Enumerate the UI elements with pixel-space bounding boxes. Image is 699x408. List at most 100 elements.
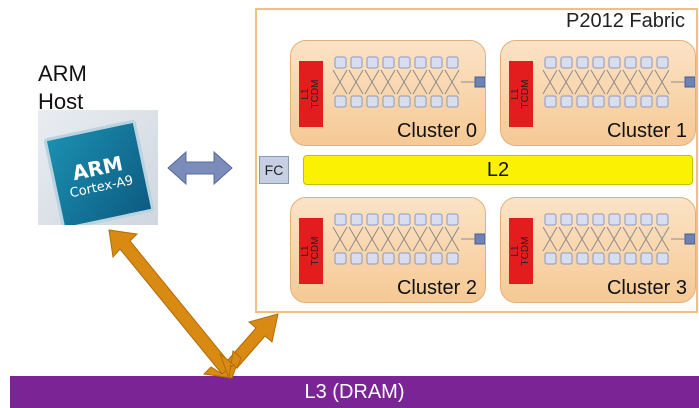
arm-host-label: ARM Host [38, 60, 87, 116]
interconnect-line [590, 69, 606, 95]
cluster-0-interconnect [332, 56, 485, 108]
pe-core [624, 213, 637, 226]
pe-core [446, 95, 459, 108]
interconnect-line [638, 69, 654, 95]
interconnect-line [364, 69, 380, 95]
interconnect-line [364, 226, 380, 252]
pe-core [366, 56, 379, 69]
pe-core [398, 56, 411, 69]
interconnect-line [396, 226, 412, 252]
pe-core [640, 95, 653, 108]
pe-core [608, 95, 621, 108]
interconnect-line [380, 69, 396, 95]
arm-host-label-line1: ARM [38, 61, 87, 86]
pe-core [576, 252, 589, 265]
pe-core [576, 213, 589, 226]
interconnect-line [348, 69, 364, 95]
pe-core [560, 213, 573, 226]
pe-core [398, 95, 411, 108]
tcdm-block: L1 TCDM [299, 61, 323, 127]
pe-core [656, 56, 669, 69]
interconnect-line [574, 226, 590, 252]
pe-core [640, 252, 653, 265]
pe-core [350, 56, 363, 69]
interconnect-line [558, 226, 574, 252]
pe-core [624, 56, 637, 69]
interconnect-line [590, 226, 606, 252]
interconnect-line [428, 69, 444, 95]
pe-core [414, 252, 427, 265]
pe-core [560, 252, 573, 265]
interconnect-line [348, 226, 364, 252]
pe-core [398, 213, 411, 226]
pe-core [640, 213, 653, 226]
pe-core [350, 252, 363, 265]
arm-host-label-line2: Host [38, 89, 84, 114]
interconnect-line [444, 69, 460, 95]
pe-core [592, 95, 605, 108]
pe-core [430, 252, 443, 265]
pe-core [334, 56, 347, 69]
pe-core [640, 56, 653, 69]
pe-core [366, 213, 379, 226]
interconnect-line [380, 226, 396, 252]
pe-core [544, 95, 557, 108]
pe-core [446, 56, 459, 69]
pe-core [560, 95, 573, 108]
pe-core [656, 252, 669, 265]
pe-core [608, 252, 621, 265]
pe-core [414, 56, 427, 69]
pe-core [608, 56, 621, 69]
cluster-3: L1 TCDM Cluster 3 [500, 197, 696, 303]
interconnect-line [622, 69, 638, 95]
pe-core [350, 213, 363, 226]
interconnect-line [542, 226, 558, 252]
interconnect-line [558, 69, 574, 95]
pe-core [334, 252, 347, 265]
cluster-1: L1 TCDM Cluster 1 [500, 40, 696, 146]
interconnect-line [654, 226, 670, 252]
cluster-label: Cluster 1 [606, 120, 687, 142]
pe-core [366, 95, 379, 108]
cluster-3-interconnect [542, 213, 695, 265]
cluster-label: Cluster 0 [396, 120, 477, 142]
tcdm-block: L1 TCDM [509, 61, 533, 127]
interconnect-line [412, 226, 428, 252]
interconnect-line [444, 226, 460, 252]
pe-core [430, 95, 443, 108]
tcdm-block: L1 TCDM [509, 218, 533, 284]
pe-core [576, 56, 589, 69]
pe-core [446, 252, 459, 265]
pe-core [560, 56, 573, 69]
pe-core [656, 95, 669, 108]
interconnect-line [542, 69, 558, 95]
pe-core [350, 95, 363, 108]
interconnect-line [396, 69, 412, 95]
arm-chip-image: ARM Cortex-A9 [38, 110, 158, 225]
cluster-1-interconnect [542, 56, 695, 108]
tcdm-block: L1 TCDM [299, 218, 323, 284]
pe-core [544, 56, 557, 69]
fabric-title: P2012 Fabric [566, 10, 685, 32]
cluster-2-interconnect [332, 213, 485, 265]
interconnect-line [606, 69, 622, 95]
cluster-label: Cluster 3 [606, 277, 687, 299]
pe-core [382, 56, 395, 69]
cluster-label: Cluster 2 [396, 277, 477, 299]
fabric-l3-arrow [218, 313, 279, 380]
pe-core [414, 95, 427, 108]
cluster-2: L1 TCDM Cluster 2 [290, 197, 486, 303]
host-l3-arrow [108, 229, 240, 379]
fc-box: FC [259, 156, 289, 184]
pe-core [382, 252, 395, 265]
pe-core [544, 252, 557, 265]
pe-core [334, 95, 347, 108]
pe-core [382, 213, 395, 226]
pe-core [334, 213, 347, 226]
pe-core [608, 213, 621, 226]
pe-core [430, 213, 443, 226]
pe-core [656, 213, 669, 226]
pe-core [430, 56, 443, 69]
l2-memory: L2 [303, 155, 693, 185]
